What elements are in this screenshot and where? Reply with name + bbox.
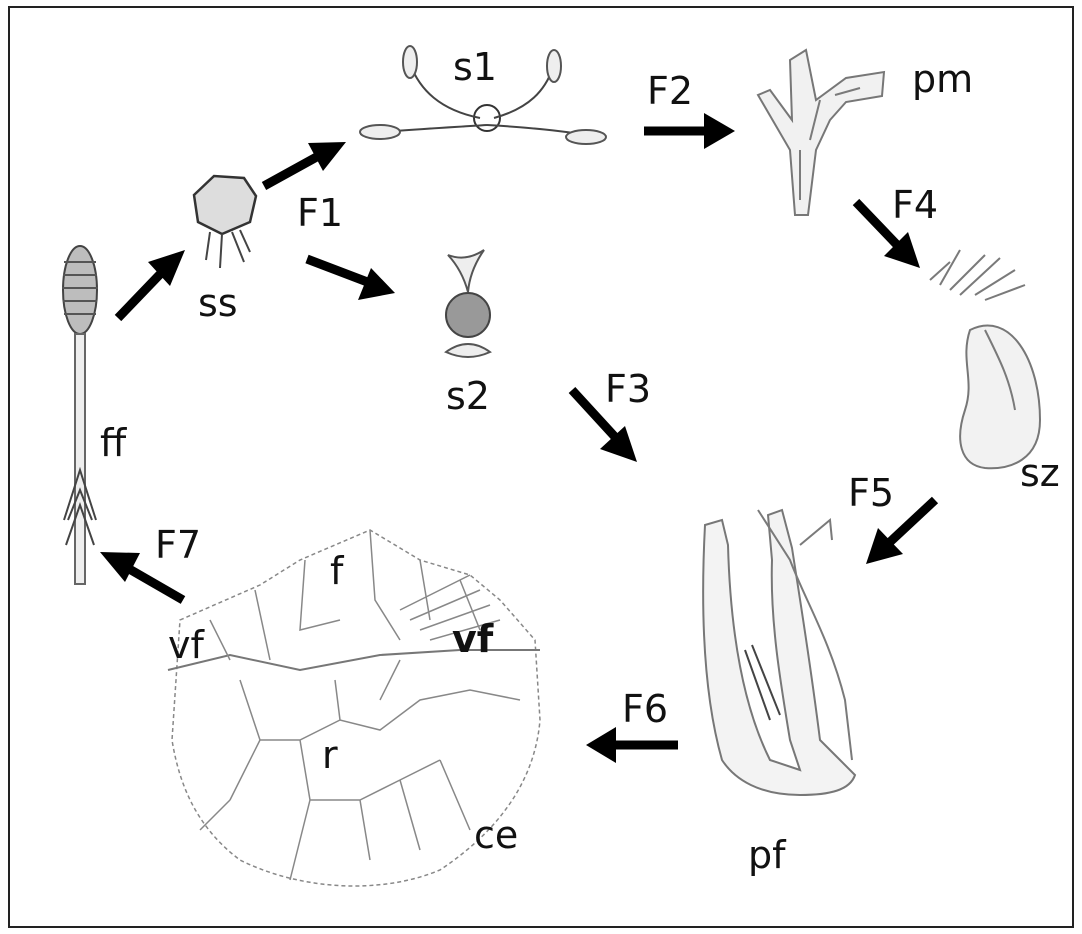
arrow-F6 bbox=[586, 727, 678, 763]
label-vf-right: vf bbox=[452, 620, 493, 658]
label-ff: ff bbox=[100, 424, 126, 462]
label-F5: F5 bbox=[848, 474, 894, 512]
label-vf-left: vf bbox=[168, 626, 204, 664]
arrow-F2 bbox=[644, 113, 735, 149]
label-pf: pf bbox=[748, 836, 786, 874]
label-F7: F7 bbox=[155, 526, 201, 564]
label-s2: s2 bbox=[446, 377, 490, 415]
arrow-ss-to-s2 bbox=[307, 259, 395, 300]
label-pm: pm bbox=[912, 60, 973, 98]
fertile-stem-drawing bbox=[62, 246, 98, 584]
arrow-ff-to-ss bbox=[118, 250, 185, 318]
label-s1: s1 bbox=[453, 48, 497, 86]
label-F1: F1 bbox=[297, 194, 343, 232]
spore-capsule-drawing bbox=[194, 176, 256, 268]
label-sz: sz bbox=[1020, 454, 1060, 492]
label-ss: ss bbox=[198, 284, 238, 322]
label-f: f bbox=[330, 552, 343, 590]
label-F2: F2 bbox=[647, 72, 693, 110]
label-r: r bbox=[322, 736, 338, 774]
label-F4: F4 bbox=[892, 186, 938, 224]
label-F3: F3 bbox=[605, 370, 651, 408]
arrow-ss-to-s1 bbox=[264, 142, 346, 186]
male-prothallus-drawing bbox=[758, 50, 884, 215]
label-ce: ce bbox=[474, 816, 518, 854]
female-prothallus-drawing bbox=[703, 510, 855, 795]
spore-elaters-coiled-drawing bbox=[446, 250, 490, 357]
zygote-drawing bbox=[930, 250, 1040, 468]
label-F6: F6 bbox=[622, 690, 668, 728]
